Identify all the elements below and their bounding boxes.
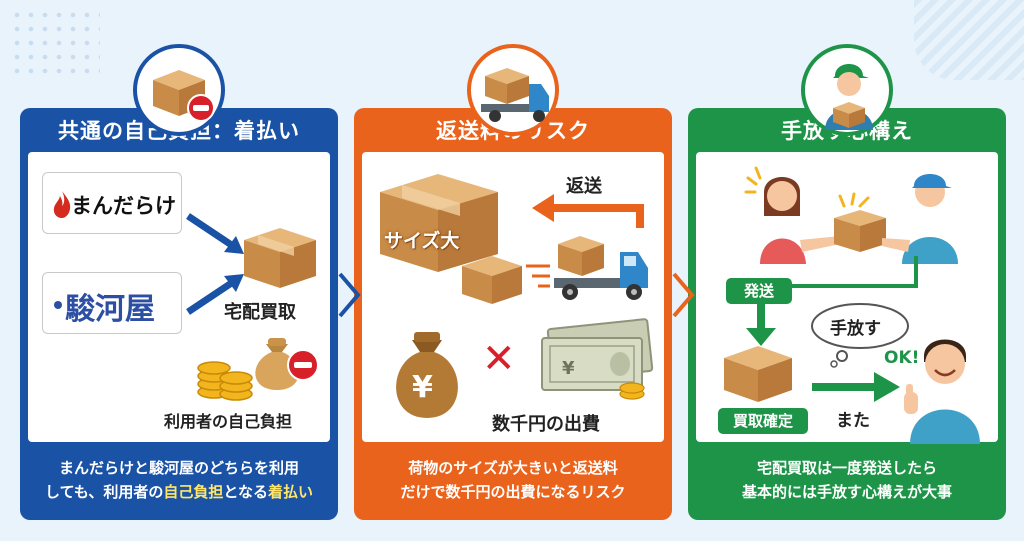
footer-line-1: 荷物のサイズが大きいと返送料 — [408, 459, 618, 477]
handover-scene — [744, 166, 958, 264]
svg-text:¥: ¥ — [562, 358, 575, 379]
coins-icon — [197, 361, 253, 401]
flame-icon — [53, 191, 71, 218]
panel-return-risk: 返送料のリスク サイズ大 返送 — [354, 108, 672, 520]
small-box-icon — [462, 256, 522, 304]
cross-icon: ✕ — [482, 336, 516, 382]
panel-body: 発送 買取確定 手放す また — [696, 152, 998, 444]
box-icon — [724, 346, 792, 402]
yen-bag-icon — [396, 332, 458, 418]
logo-surugaya-text: 駿河屋 — [65, 292, 155, 327]
user-burden-label: 利用者の自己負担 — [164, 412, 293, 431]
background-stripes — [914, 0, 1024, 80]
footer-line-2: しても、利用者の自己負担となる着払い — [28, 480, 330, 504]
panel-footer: まんだらけと駿河屋のどちらを利用 しても、利用者の自己負担となる着払い — [28, 450, 330, 512]
badge-truck — [467, 44, 559, 136]
large-box-icon — [380, 174, 498, 272]
let-go-label: 手放す — [830, 319, 881, 339]
footer-line-2: だけで数千円の出費になるリスク — [400, 483, 626, 501]
box-minus-icon — [153, 70, 215, 122]
badge-worker — [801, 44, 893, 136]
buyback-confirmed-tag: 買取確定 — [718, 408, 808, 434]
chevron-right-icon — [338, 272, 361, 318]
footer-line-1: まんだらけと駿河屋のどちらを利用 — [58, 459, 299, 477]
footer-line-2: 基本的には手放す心構えが大事 — [741, 483, 952, 501]
return-label: 返送 — [566, 176, 602, 197]
yen-symbol: ¥ — [412, 370, 433, 405]
thought-bubble — [811, 303, 909, 368]
cardboard-box-icon — [244, 228, 316, 288]
panel-footer: 宅配買取は一度発送したら 基本的には手放す心構えが大事 — [696, 450, 998, 512]
background-dots — [10, 8, 100, 78]
chevron-right-icon — [672, 272, 695, 318]
footer-text-b: となる — [223, 483, 268, 501]
ok-label: OK! — [884, 348, 920, 368]
cost-label: 数千円の出費 — [492, 414, 600, 435]
logo-surugaya: 駿河屋 — [42, 272, 182, 334]
panel-mindset: 手放す心構え — [688, 108, 1006, 520]
return-arrow — [532, 194, 644, 228]
mata-label: また — [836, 411, 870, 431]
delivery-truck-icon — [481, 68, 549, 122]
footer-highlight-a: 自己負担 — [163, 483, 224, 501]
badge-box-minus — [133, 44, 225, 136]
dot-icon — [54, 301, 62, 309]
send-tag: 発送 — [726, 278, 792, 304]
logo-mandarake: まんだらけ — [42, 172, 182, 234]
happy-man-icon — [904, 339, 980, 444]
footer-line-1: 宅配買取は一度発送したら — [756, 459, 937, 477]
delivery-worker-icon — [825, 64, 873, 130]
logo-mandarake-text: まんだらけ — [71, 194, 176, 218]
footer-highlight-b: 着払い — [267, 483, 313, 501]
minus-icon — [287, 349, 319, 381]
home-buyback-label: 宅配買取 — [224, 302, 296, 323]
panel-body: サイズ大 返送 — [362, 152, 664, 442]
panel-body: まんだらけ 駿河屋 宅配買取 — [28, 152, 330, 442]
footer-text-a: しても、利用者の — [45, 483, 164, 501]
flow-line — [786, 256, 918, 288]
down-arrow — [746, 304, 776, 346]
truck-icon — [526, 236, 648, 300]
panel-footer: 荷物のサイズが大きいと返送料 だけで数千円の出費になるリスク — [362, 450, 664, 512]
panel-cod-burden: 共通の自己負担：着払い まんだらけ 駿河屋 — [20, 108, 338, 520]
size-large-label: サイズ大 — [384, 230, 460, 252]
arrows-to-box — [186, 213, 244, 315]
banknotes-icon: ¥ — [541, 318, 654, 400]
right-arrow — [812, 372, 900, 402]
